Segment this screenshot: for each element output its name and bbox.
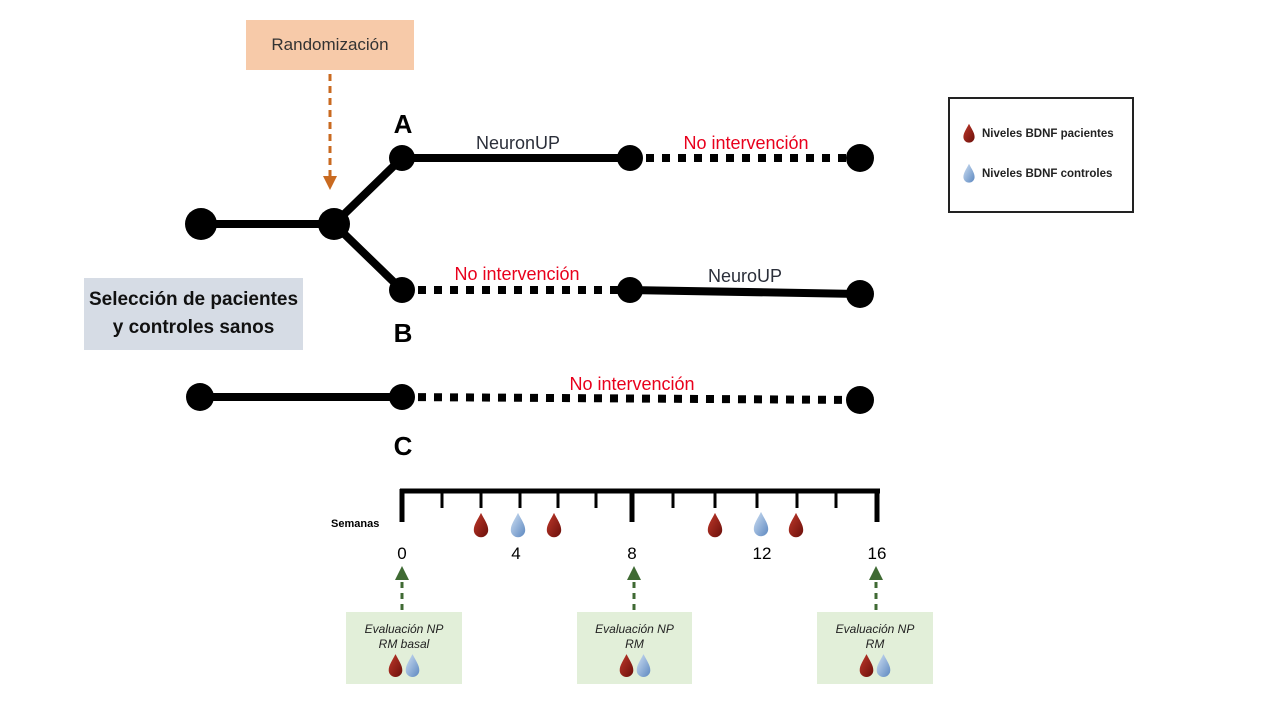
tick-label-4: 4 (511, 544, 520, 563)
timeline-axis-label: Semanas (331, 518, 379, 530)
evaluation-box-week-16: Evaluación NP RM (817, 612, 933, 684)
group-a-letter: A (394, 109, 413, 139)
node-randomization (318, 208, 350, 240)
legend-label-patients: Niveles BDNF pacientes (982, 127, 1114, 140)
legend-item-patients: Niveles BDNF pacientes (962, 123, 1114, 144)
legend-label-controls: Niveles BDNF controles (982, 167, 1113, 180)
node-a-16 (846, 144, 874, 172)
timeline-axis (399, 488, 880, 522)
randomization-arrow (323, 74, 337, 190)
patient-drop-icon (387, 653, 404, 679)
node-b-16 (846, 280, 874, 308)
evaluation-box-week-8: Evaluación NP RM (577, 612, 692, 684)
selection-box: Selección de pacientes y controles sanos (84, 278, 303, 350)
patient-drop-icon (618, 653, 635, 679)
evaluation-text: Evaluación NP RM (835, 622, 915, 651)
timeline-tick-labels: 0 4 8 12 16 (397, 544, 886, 563)
diagram-nodes (185, 144, 874, 414)
group-b-letter: B (394, 318, 413, 348)
randomization-box: Randomización (246, 20, 414, 70)
control-drop-icon (404, 653, 421, 679)
arm-c-segment1-label: No intervención (569, 374, 694, 394)
arm-b-lines (402, 286, 861, 298)
arm-b-segment2-label: NeuroUP (708, 266, 782, 286)
branch-lines (197, 154, 406, 294)
drop-control-icon (510, 512, 526, 538)
patient-drop-icon (858, 653, 875, 679)
evaluation-box-week-0: Evaluación NP RM basal (346, 612, 462, 684)
node-c-start (186, 383, 214, 411)
drop-control-icon (753, 511, 769, 537)
tick-label-16: 16 (868, 544, 887, 563)
node-start (185, 208, 217, 240)
arm-a-segment2-label: No intervención (683, 133, 808, 153)
arm-c-lines (200, 393, 861, 404)
tick-label-8: 8 (627, 544, 636, 563)
timeline-drops (473, 511, 804, 538)
group-c-letter: C (394, 431, 413, 461)
randomization-label: Randomización (271, 35, 389, 54)
control-drop-icon (875, 653, 892, 679)
evaluation-arrows (395, 566, 883, 610)
drop-patient-icon (473, 512, 489, 538)
drop-patient-icon (788, 512, 804, 538)
node-a-0 (389, 145, 415, 171)
evaluation-text: Evaluación NP RM (595, 622, 674, 651)
tick-label-0: 0 (397, 544, 406, 563)
evaluation-text: Evaluación NP RM basal (364, 622, 444, 651)
legend-item-controls: Niveles BDNF controles (962, 163, 1112, 184)
node-b-8 (617, 277, 643, 303)
control-drop-icon (635, 653, 652, 679)
arm-b-segment1-label: No intervención (454, 264, 579, 284)
arm-a-segment1-label: NeuronUP (476, 133, 560, 153)
drop-patient-icon (707, 512, 723, 538)
legend: Niveles BDNF pacientes Niveles BDNF cont… (948, 97, 1134, 213)
selection-label: Selección de pacientes y controles sanos (88, 289, 299, 338)
control-drop-icon (962, 163, 976, 184)
drop-patient-icon (546, 512, 562, 538)
node-c-16 (846, 386, 874, 414)
tick-label-12: 12 (753, 544, 772, 563)
node-c-0 (389, 384, 415, 410)
patient-drop-icon (962, 123, 976, 144)
node-b-0 (389, 277, 415, 303)
node-a-8 (617, 145, 643, 171)
